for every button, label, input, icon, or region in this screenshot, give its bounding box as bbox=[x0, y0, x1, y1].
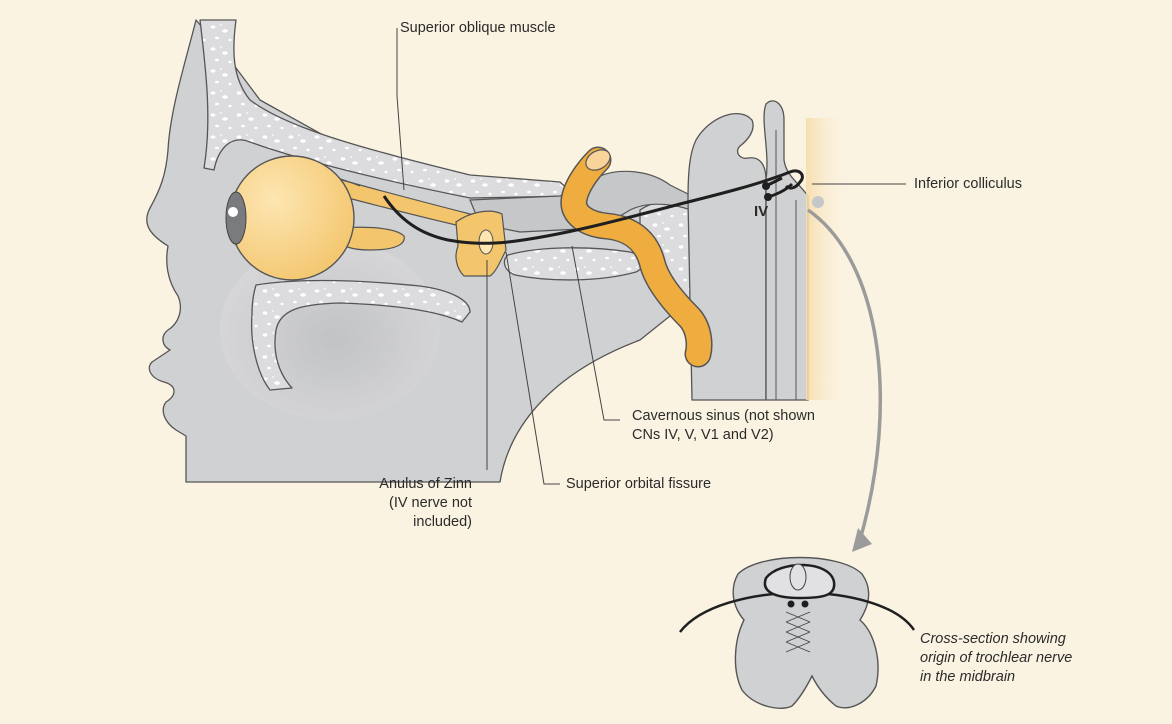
cross-section-caption-line2: origin of trochlear nerve bbox=[920, 649, 1072, 667]
anulus-of-zinn-label-line3: included) bbox=[340, 513, 472, 531]
midbrain-cross-section bbox=[680, 558, 914, 709]
brainstem bbox=[688, 101, 850, 400]
cross-section-caption-line1: Cross-section showing bbox=[920, 630, 1066, 648]
sphenoid-bone bbox=[504, 248, 643, 280]
nucleus-dot bbox=[762, 182, 770, 190]
anulus-of-zinn-label-line2: (IV nerve not bbox=[340, 494, 472, 512]
anulus-of-zinn-label-line1: Anulus of Zinn bbox=[340, 475, 472, 493]
cranial-nerve-iv-label: IV bbox=[754, 203, 768, 220]
cavernous-sinus-label-line1: Cavernous sinus (not shown bbox=[632, 407, 815, 425]
cross-section-caption-line3: in the midbrain bbox=[920, 668, 1015, 686]
inferior-colliculus-label: Inferior colliculus bbox=[914, 175, 1022, 193]
cavernous-sinus-label-line2: CNs IV, V, V1 and V2) bbox=[632, 426, 774, 444]
superior-orbital-fissure-label: Superior orbital fissure bbox=[566, 475, 711, 493]
superior-oblique-label: Superior oblique muscle bbox=[400, 19, 556, 37]
